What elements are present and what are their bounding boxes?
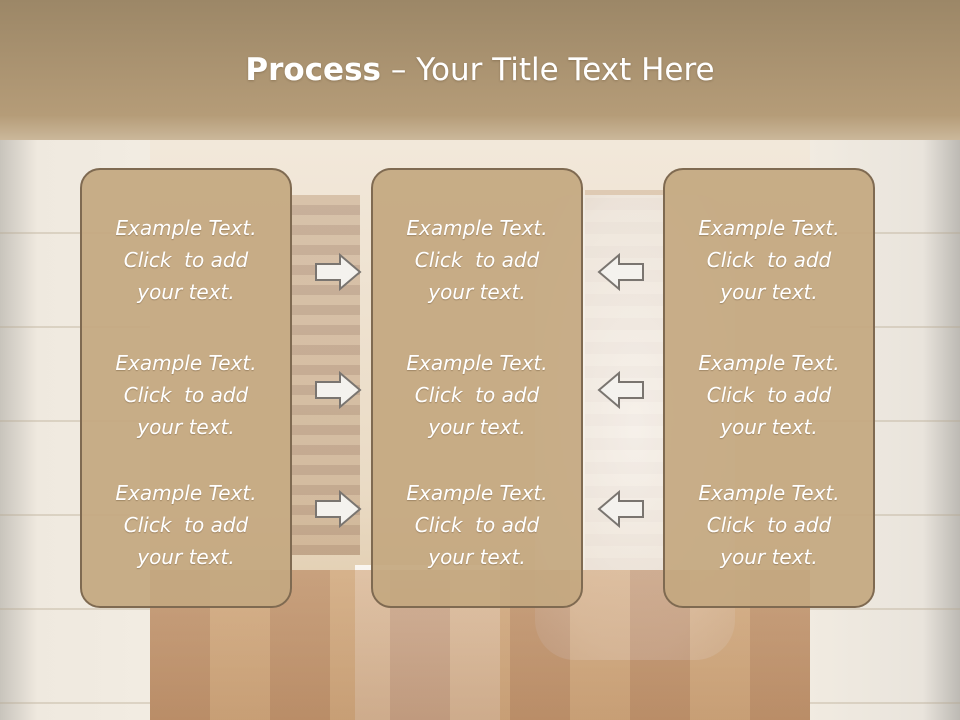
right-arrow-icon xyxy=(315,370,362,410)
slide-title[interactable]: Process – Your Title Text Here xyxy=(0,52,960,88)
right-arrow-icon xyxy=(315,252,362,292)
background-mosaic-left xyxy=(290,195,360,555)
text-placeholder[interactable]: Example Text. Click to add your text. xyxy=(698,481,840,569)
process-box-left[interactable]: Example Text. Click to add your text. Ex… xyxy=(80,168,292,608)
left-arrow-icon xyxy=(597,489,644,529)
text-placeholder[interactable]: Example Text. Click to add your text. xyxy=(115,481,257,569)
text-placeholder[interactable]: Example Text. Click to add your text. xyxy=(406,481,548,569)
left-arrow-icon xyxy=(597,252,644,292)
text-placeholder[interactable]: Example Text. Click to add your text. xyxy=(406,216,548,304)
text-placeholder[interactable]: Example Text. Click to add your text. xyxy=(698,351,840,439)
left-arrow-icon xyxy=(597,370,644,410)
right-arrow-icon xyxy=(315,489,362,529)
text-placeholder[interactable]: Example Text. Click to add your text. xyxy=(698,216,840,304)
text-placeholder[interactable]: Example Text. Click to add your text. xyxy=(406,351,548,439)
text-placeholder[interactable]: Example Text. Click to add your text. xyxy=(115,216,257,304)
slide-title-strong: Process xyxy=(245,52,381,88)
process-box-center[interactable]: Example Text. Click to add your text. Ex… xyxy=(371,168,583,608)
text-placeholder[interactable]: Example Text. Click to add your text. xyxy=(115,351,257,439)
process-box-right[interactable]: Example Text. Click to add your text. Ex… xyxy=(663,168,875,608)
slide-title-rest: – Your Title Text Here xyxy=(381,52,715,88)
